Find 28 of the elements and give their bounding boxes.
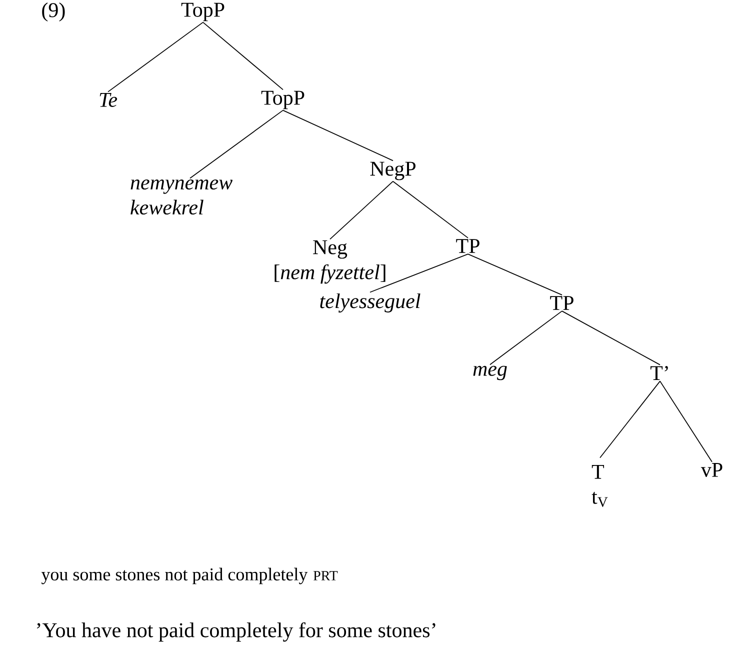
tree-label: telyesseguel [320,293,420,313]
tree-label: TP [456,239,480,253]
tree-branch [190,110,284,179]
tree-branch [330,180,394,240]
translation-text: ’You have not paid completely for some stones’ [37,622,436,642]
tree-branch [600,380,660,458]
gloss-text: you some stones not paid completely [41,568,308,584]
tree-label: Te [100,93,118,107]
tree-branch [370,254,468,293]
tree-branch [468,254,562,296]
tree-label: T’ [650,366,668,380]
tree-branch [660,380,712,462]
tree-label: nemynemew kewekrel [130,179,232,215]
example-number: (9) [42,2,65,22]
tree-branch [202,22,284,90]
tree-branch [490,310,562,366]
tree-label: meg [473,366,507,380]
tree-branch [282,110,394,162]
tree-label: vP [700,463,722,477]
tree-label: TopP [261,90,304,110]
tree-branch [392,180,468,238]
gloss-text: PRT [313,571,338,580]
tree-branch [562,310,660,366]
tree-label: TopP [181,2,224,22]
tree-branch [108,22,204,92]
tree-label: NegP [370,162,416,180]
tree-label: T t$_{V}$ [592,464,608,508]
tree-label: TP [550,296,574,310]
